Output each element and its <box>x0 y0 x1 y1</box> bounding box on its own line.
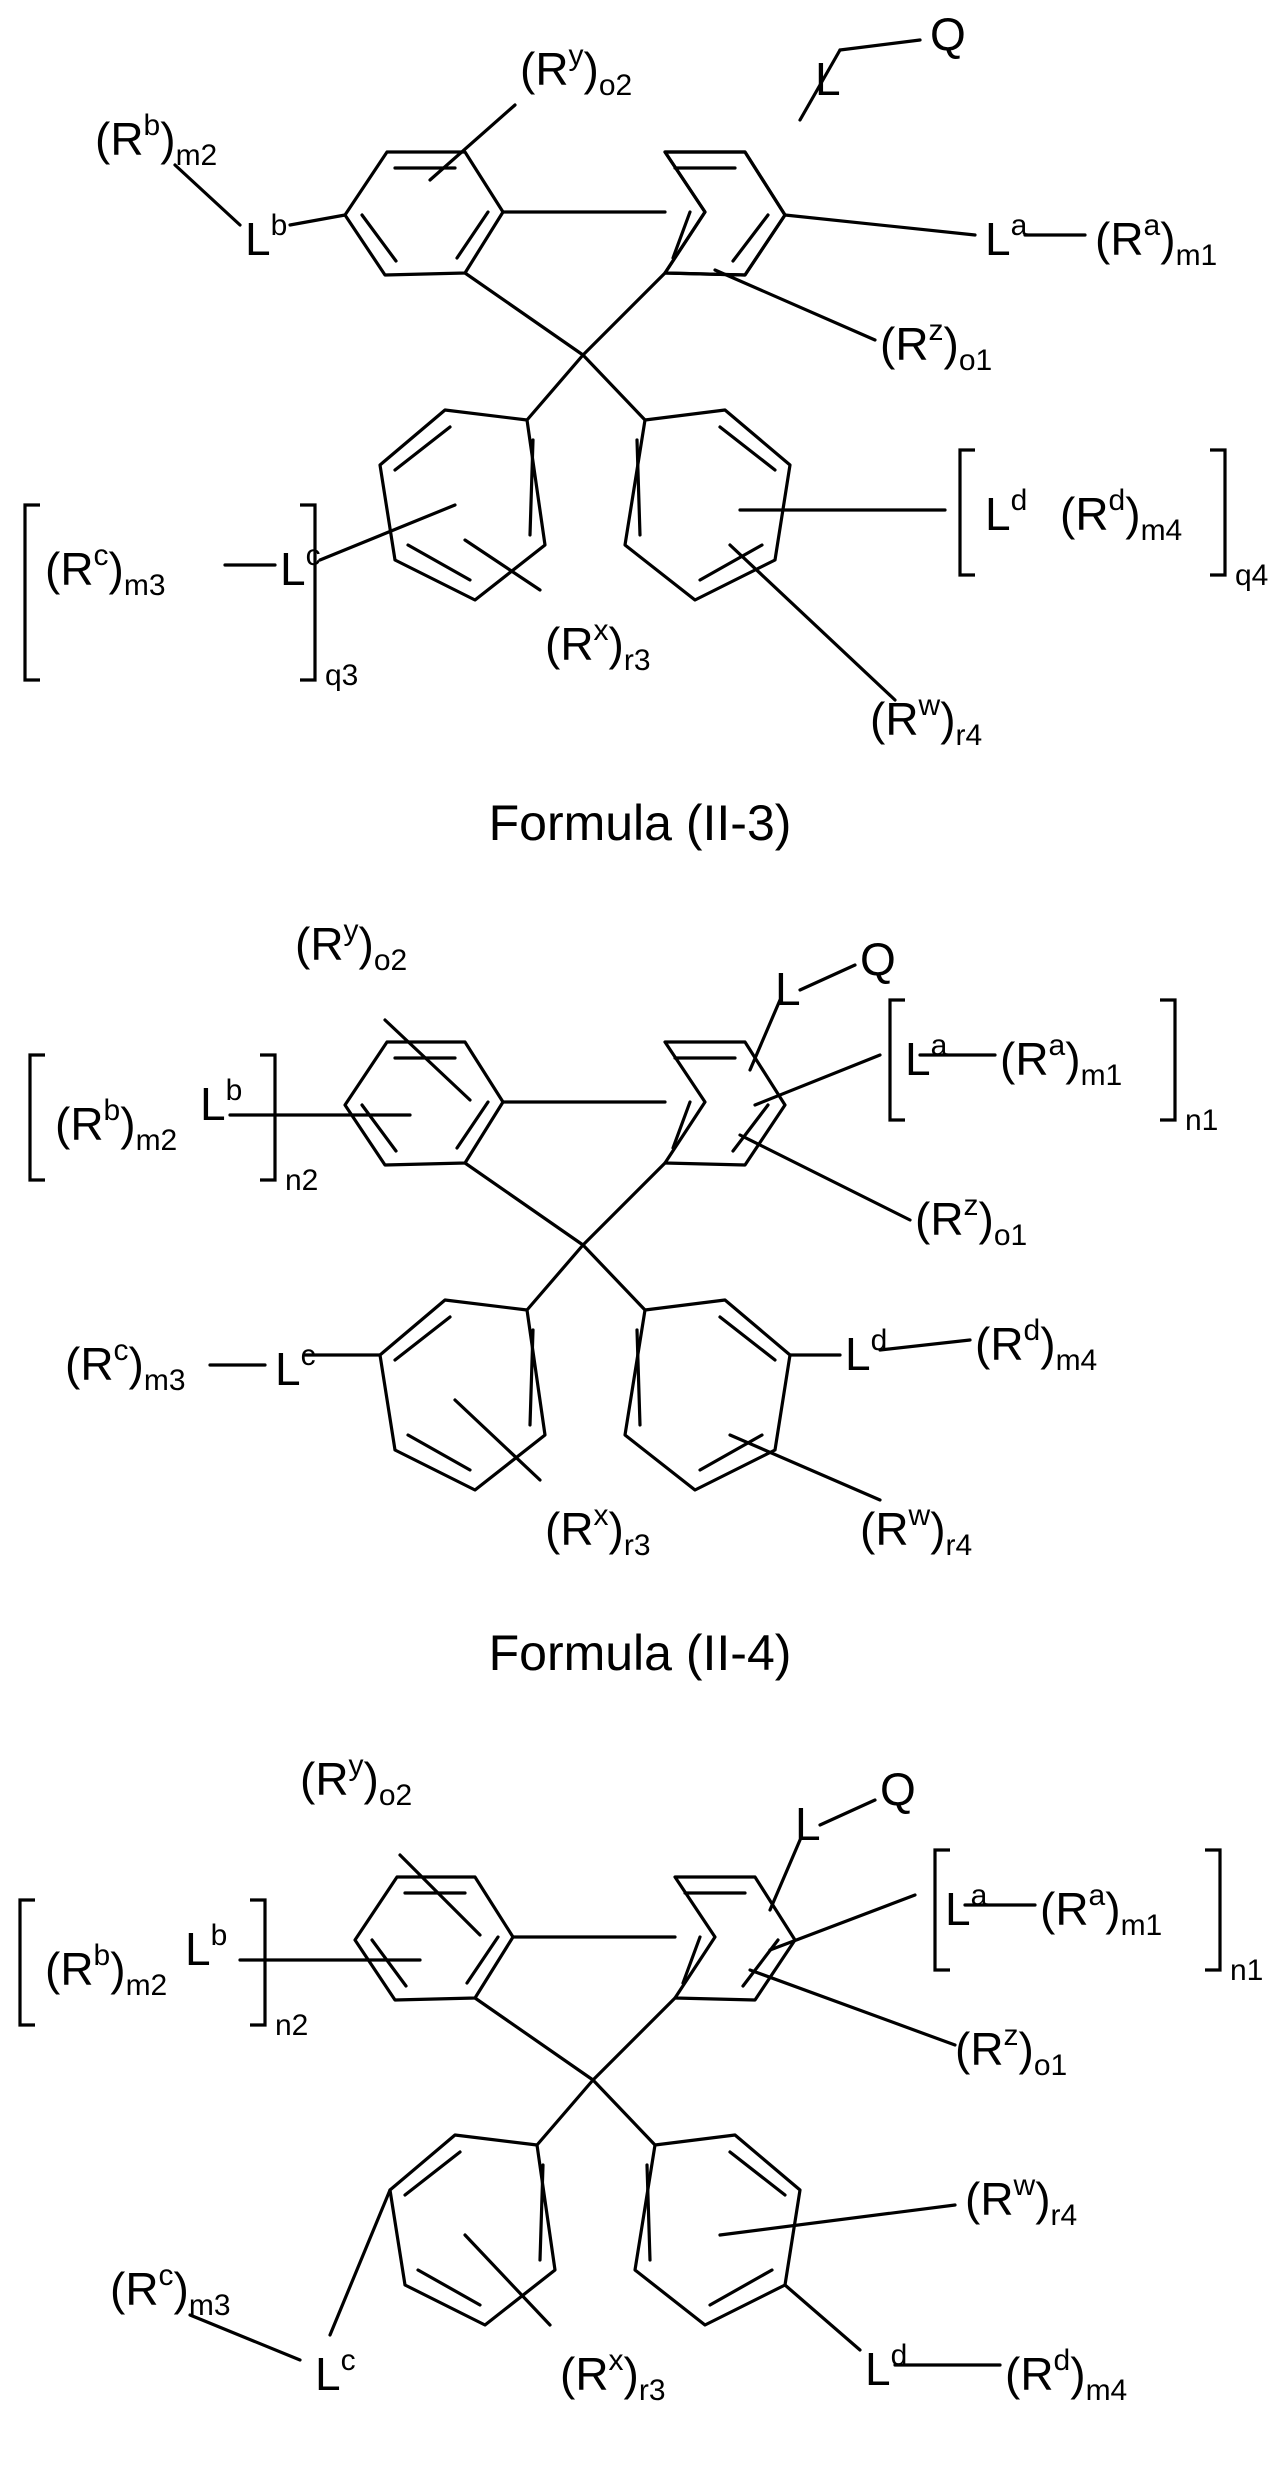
label-ld: Ld <box>845 1324 887 1380</box>
label-rw: (Rw)r4 <box>965 2169 1077 2232</box>
phenyl-left-ring <box>380 410 545 600</box>
label-q: Q <box>880 1763 916 1815</box>
label-q: Q <box>860 933 896 985</box>
bracket-right-n2 <box>250 1900 265 2025</box>
label-ld: Ld <box>985 484 1027 540</box>
label-ra: (Ra)m1 <box>1095 209 1217 272</box>
label-rd: (Rd)m4 <box>1005 2344 1127 2407</box>
label-n2: n2 <box>275 2009 308 2042</box>
bracket-left-n1 <box>890 1000 905 1120</box>
bracket-right-q4 <box>1210 450 1225 575</box>
label-ry: (Ry)o2 <box>520 39 632 102</box>
label-rx: (Rx)r3 <box>545 614 651 677</box>
label-rw: (Rw)r4 <box>870 689 982 752</box>
label-rx: (Rx)r3 <box>560 2344 666 2407</box>
fluorene-left-ring <box>345 152 503 275</box>
label-ry: (Ry)o2 <box>295 914 407 977</box>
phenyl-right-ring <box>635 2135 800 2325</box>
label-la: La <box>905 1029 948 1085</box>
label-rz: (Rz)o1 <box>915 1189 1027 1252</box>
structure-formula-3: Q L (Ry)o2 (Rb)m2 Lb n2 La (Ra)m1 n1 (Rz… <box>20 1749 1263 2407</box>
bracket-left-q3 <box>25 505 40 680</box>
label-rx: (Rx)r3 <box>545 1499 651 1562</box>
fluorene-left-ring <box>355 1877 513 2000</box>
fluorene-right-ring <box>665 1042 785 1165</box>
bracket-right-n1 <box>1160 1000 1175 1120</box>
phenyl-left-ring <box>390 2135 555 2325</box>
label-lb: Lb <box>185 1919 227 1975</box>
label-l: L <box>775 963 801 1015</box>
label-ld: Ld <box>865 2339 907 2395</box>
label-n1: n1 <box>1185 1104 1218 1137</box>
label-q4: q4 <box>1235 559 1268 592</box>
phenyl-right-ring <box>625 1300 790 1490</box>
label-l: L <box>795 1798 821 1850</box>
label-rw: (Rw)r4 <box>860 1499 972 1562</box>
label-n1: n1 <box>1230 1954 1263 1987</box>
label-rc: (Rc)m3 <box>45 539 166 602</box>
label-rz: (Rz)o1 <box>880 314 992 377</box>
structure-formula-ii-3: Q L (Ry)o2 (Rb)m2 Lb La (Ra)m1 (Rz)o1 (R… <box>25 8 1268 851</box>
label-n2: n2 <box>285 1164 318 1197</box>
label-lb: Lb <box>245 209 287 265</box>
bracket-right-n2 <box>260 1055 275 1180</box>
label-ry: (Ry)o2 <box>300 1749 412 1812</box>
label-rb: (Rb)m2 <box>95 109 217 172</box>
label-ra: (Ra)m1 <box>1040 1879 1162 1942</box>
label-l: L <box>815 53 841 105</box>
label-rd: (Rd)m4 <box>975 1314 1097 1377</box>
label-la: La <box>985 209 1028 265</box>
label-q: Q <box>930 8 966 60</box>
label-rb: (Rb)m2 <box>55 1094 177 1157</box>
phenyl-right-ring <box>625 410 790 600</box>
label-rc: (Rc)m3 <box>65 1334 186 1397</box>
label-rc: (Rc)m3 <box>110 2259 231 2322</box>
label-la: La <box>945 1879 988 1935</box>
label-rb: (Rb)m2 <box>45 1939 167 2002</box>
caption-formula-ii-3: Formula (II-3) <box>489 795 792 851</box>
bracket-right-n1 <box>1205 1850 1220 1970</box>
fluorene-left-ring <box>345 1042 503 1165</box>
label-lb: Lb <box>200 1074 242 1130</box>
caption-formula-ii-4: Formula (II-4) <box>489 1625 792 1681</box>
label-lc: Lc <box>275 1339 316 1395</box>
bracket-left-n2 <box>30 1055 45 1180</box>
structure-formula-ii-4: Q L (Ry)o2 (Rb)m2 Lb n2 La (Ra)m1 n1 (Rz… <box>30 914 1218 1681</box>
label-ra: (Ra)m1 <box>1000 1029 1122 1092</box>
label-q3: q3 <box>325 659 358 692</box>
label-rz: (Rz)o1 <box>955 2019 1067 2082</box>
bracket-left-n2 <box>20 1900 35 2025</box>
label-lc: Lc <box>315 2344 356 2400</box>
fluorene-right-ring <box>665 152 785 275</box>
label-rd: (Rd)m4 <box>1060 484 1182 547</box>
bracket-left-q4 <box>960 450 975 575</box>
